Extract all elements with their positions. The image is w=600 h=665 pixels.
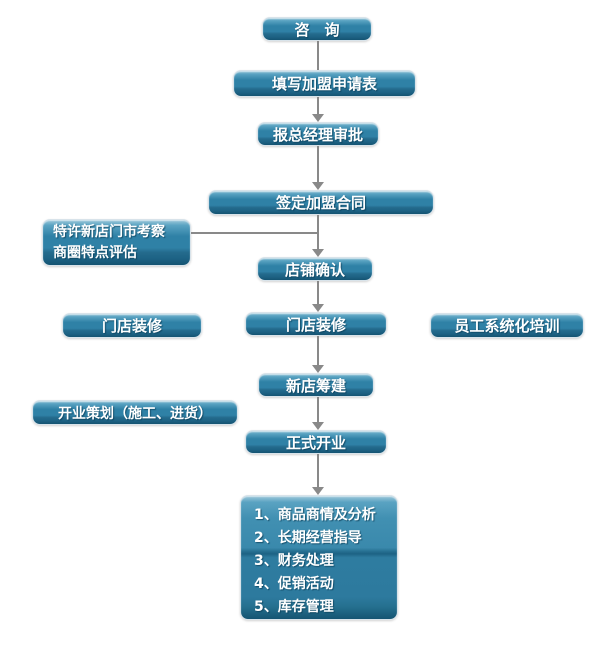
arrow-down-icon — [312, 304, 324, 312]
connector-confirm-decorate — [317, 281, 319, 304]
connector-consult-apply — [317, 41, 319, 70]
node-opening-plan: 开业策划（施工、进货） — [32, 400, 238, 425]
connector-opening-support — [317, 454, 319, 487]
node-after-support: 1、商品商情及分析 2、长期经营指导 3、财务处理 4、促销活动 5、库存管理 — [240, 495, 398, 620]
arrow-down-icon — [312, 487, 324, 495]
node-site-survey-line1: 特许新店门市考察 — [53, 223, 165, 240]
after-support-item: 5、库存管理 — [254, 599, 334, 615]
after-support-item: 2、长期经营指导 — [254, 530, 362, 546]
connector-prep-opening — [317, 397, 319, 422]
node-staff-training-label: 员工系统化培训 — [454, 317, 560, 335]
after-support-item: 4、促销活动 — [254, 576, 334, 592]
connector-contract-confirm — [317, 215, 319, 249]
node-manager-approval-label: 报总经理审批 — [272, 125, 363, 144]
connector-decorate-prep — [317, 336, 319, 365]
arrow-down-icon — [312, 365, 324, 373]
node-consult: 咨 询 — [262, 17, 372, 41]
node-site-survey-line2: 商圈特点评估 — [53, 244, 137, 261]
node-apply-form-label: 填写加盟申请表 — [271, 75, 377, 93]
arrow-down-icon — [312, 249, 324, 257]
after-support-item: 3、财务处理 — [254, 553, 334, 569]
node-sign-contract: 签定加盟合同 — [208, 190, 434, 215]
arrow-down-icon — [312, 422, 324, 430]
connector-approve-contract — [317, 146, 319, 182]
node-site-survey: 特许新店门市考察 商圈特点评估 — [42, 219, 191, 266]
node-decorate-left: 门店装修 — [62, 313, 202, 338]
connector-apply-approve — [317, 97, 319, 114]
node-sign-contract-label: 签定加盟合同 — [275, 194, 366, 212]
connector-survey-branch — [191, 232, 318, 234]
node-manager-approval: 报总经理审批 — [257, 122, 379, 146]
node-new-store-prep-label: 新店筹建 — [285, 376, 346, 395]
node-decorate-center: 门店装修 — [245, 312, 387, 336]
node-consult-label: 咨 询 — [294, 20, 340, 39]
arrow-down-icon — [312, 114, 324, 122]
node-store-confirm: 店铺确认 — [257, 257, 373, 281]
node-grand-opening: 正式开业 — [245, 430, 387, 454]
node-store-confirm-label: 店铺确认 — [284, 260, 345, 279]
node-apply-form: 填写加盟申请表 — [233, 70, 416, 97]
node-grand-opening-label: 正式开业 — [285, 433, 346, 452]
node-opening-plan-label: 开业策划（施工、进货） — [58, 405, 212, 422]
arrow-down-icon — [312, 182, 324, 190]
node-decorate-left-label: 门店装修 — [101, 317, 162, 335]
node-staff-training: 员工系统化培训 — [430, 313, 584, 338]
after-support-item: 1、商品商情及分析 — [254, 507, 376, 523]
node-decorate-center-label: 门店装修 — [285, 315, 346, 334]
node-new-store-prep: 新店筹建 — [258, 373, 374, 397]
